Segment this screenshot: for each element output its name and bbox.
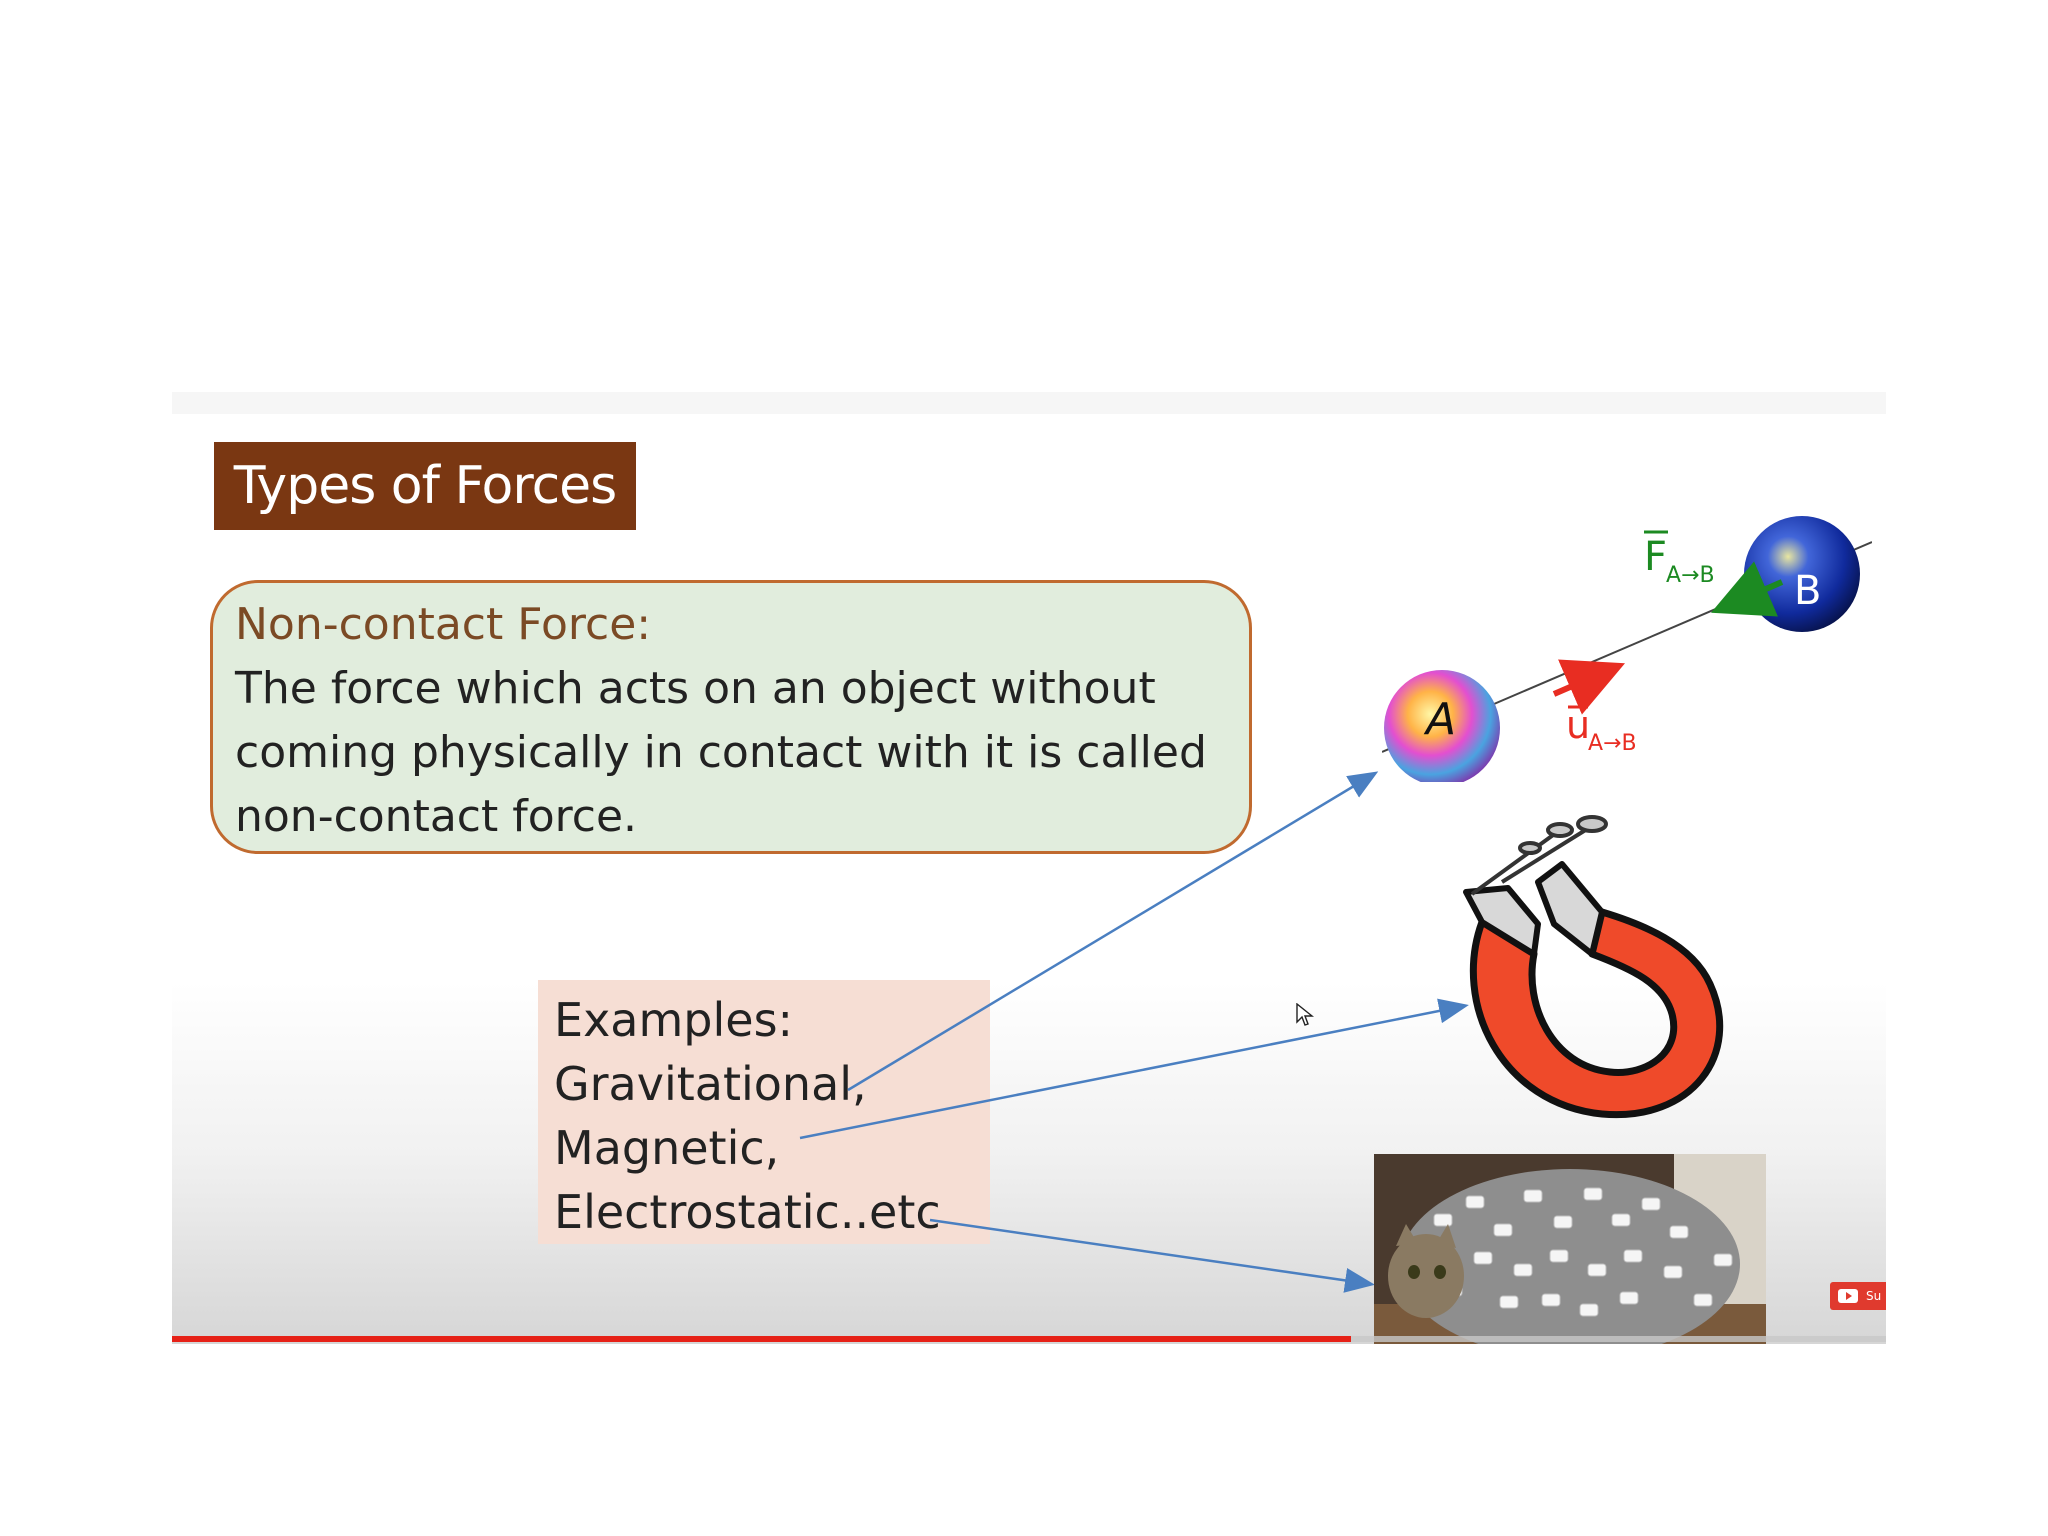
slide-top-strip: [172, 392, 1886, 414]
subscribe-label: Su: [1866, 1289, 1882, 1303]
sphere-b-label: B: [1794, 568, 1821, 614]
force-symbol: F: [1644, 534, 1667, 580]
unit-symbol: u: [1566, 703, 1590, 747]
arrow-magnetic: [799, 998, 1469, 1140]
sphere-a: [1384, 670, 1500, 782]
force-label: F A→B: [1644, 530, 1715, 588]
arrow-electrostatic: [929, 1218, 1375, 1293]
cat-static-photo: [1374, 1154, 1766, 1344]
definition-heading: Non-contact Force:: [235, 599, 652, 650]
example-electrostatic: Electrostatic..etc: [554, 1185, 941, 1239]
video-progress-bar[interactable]: [172, 1336, 1886, 1342]
examples-box: Examples: Gravitational, Magnetic, Elect…: [538, 980, 990, 1244]
example-gravitational: Gravitational,: [554, 1057, 867, 1111]
horseshoe-magnet-image: [1463, 815, 1724, 1119]
example-magnetic: Magnetic,: [554, 1121, 780, 1175]
connector-arrows: [799, 771, 1469, 1293]
examples-heading: Examples:: [554, 993, 794, 1047]
cat-static-illustration: [1374, 1154, 1766, 1344]
cat-face: [1388, 1224, 1464, 1318]
force-subscript: A→B: [1666, 563, 1715, 588]
magnet-pole-left: [1463, 885, 1541, 957]
definition-box: Non-contact Force: The force which acts …: [210, 580, 1252, 854]
video-player[interactable]: Types of Forces Non-contact Force: The f…: [172, 392, 1886, 1344]
sphere-a-label: A: [1423, 694, 1456, 745]
nails: [1470, 815, 1608, 896]
magnet-pole-right: [1535, 861, 1605, 957]
mouse-pointer-icon: [1296, 1003, 1314, 1026]
unit-vector-arrow: [1552, 659, 1626, 715]
video-progress-fill: [172, 1336, 1352, 1342]
gravity-diagram: A B F A→B u A→B: [1382, 516, 1872, 782]
arrow-gravitational: [847, 771, 1379, 1092]
unit-vector-label: u A→B: [1566, 703, 1637, 756]
definition-text: The force which acts on an object withou…: [235, 663, 1207, 842]
subscribe-button[interactable]: Su: [1830, 1282, 1886, 1310]
slide-title: Types of Forces: [214, 442, 636, 530]
youtube-play-icon: [1838, 1289, 1858, 1303]
unit-subscript: A→B: [1588, 731, 1637, 756]
magnet-body: [1470, 908, 1724, 1119]
force-vector-arrow: [1710, 561, 1784, 617]
